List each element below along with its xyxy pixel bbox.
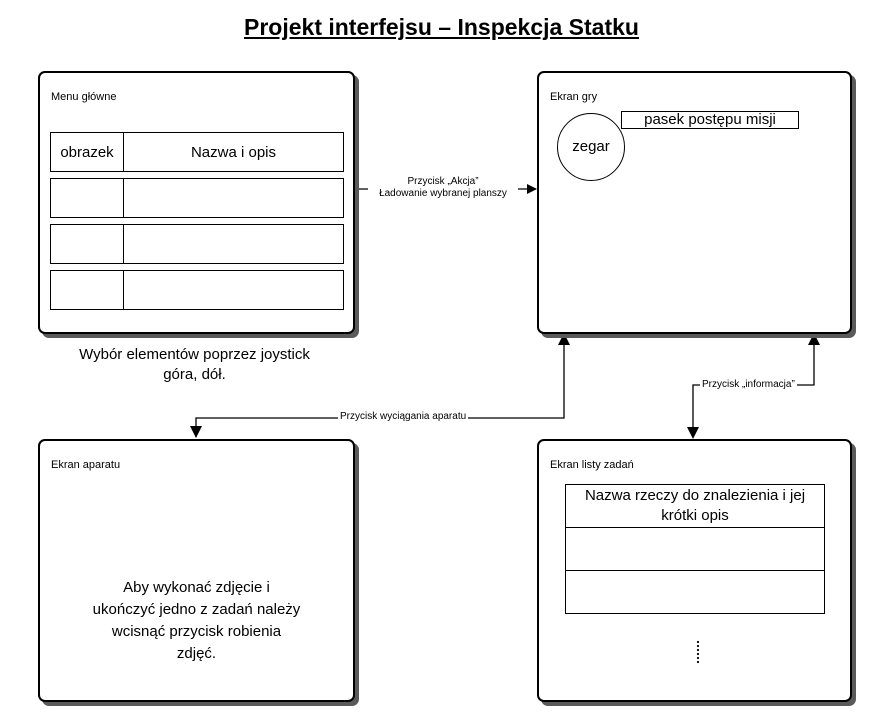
action-label-line2: Ładowanie wybranej planszy [379, 188, 507, 199]
task-header-line1: Nazwa rzeczy do znalezienia i jej [584, 487, 806, 504]
mission-progress-text: pasek postępu misji [644, 111, 776, 128]
menu-header-image-text: obrazek [60, 144, 114, 161]
menu-caption: Wybór elementów poprzez joystick góra, d… [38, 345, 351, 385]
camera-screen-label: Ekran aparatu [51, 459, 121, 471]
menu-caption-line2: góra, dół. [163, 366, 226, 383]
camera-instructions: Aby wykonać zdjęcie i ukończyć jedno z z… [60, 577, 333, 665]
menu-row-2-name[interactable] [123, 224, 344, 264]
info-arrowhead-game [808, 333, 820, 345]
camera-arrowhead-camera [190, 426, 202, 438]
mission-progress-bar: pasek postępu misji [621, 111, 799, 129]
menu-row-3-image[interactable] [50, 270, 124, 310]
diagram-title: Projekt interfejsu – Inspekcja Statku [244, 14, 639, 40]
camera-edge-label: Przycisk wyciągania aparatu [338, 411, 469, 423]
menu-row-1-name[interactable] [123, 178, 344, 218]
camera-text-line3: wcisnąć przycisk robienia [111, 623, 282, 640]
task-list-panel: Ekran listy zadań Nazwa rzeczy do znalez… [537, 439, 852, 702]
camera-text-line4: zdjęć. [176, 645, 217, 662]
menu-caption-line1: Wybór elementów poprzez joystick [79, 346, 310, 363]
task-row-2[interactable] [565, 570, 825, 614]
menu-header-image: obrazek [50, 132, 124, 172]
info-edge-label: Przycisk „informacja” [700, 379, 797, 391]
clock-circle: zegar [557, 113, 625, 181]
info-arrowhead-tasks [687, 427, 699, 439]
task-header-line2: krótki opis [661, 507, 729, 524]
menu-header-name-text: Nazwa i opis [190, 144, 277, 161]
game-screen-label: Ekran gry [550, 91, 598, 103]
task-row-1[interactable] [565, 527, 825, 571]
action-edge-label: Przycisk „Akcja” Ładowanie wybranej plan… [368, 176, 518, 200]
camera-text-line1: Aby wykonać zdjęcie i [123, 579, 270, 596]
menu-header-name: Nazwa i opis [123, 132, 344, 172]
menu-row-3-name[interactable] [123, 270, 344, 310]
camera-arrowhead-game [558, 333, 570, 345]
clock-text: zegar [572, 138, 610, 155]
action-label-line1: Przycisk „Akcja” [407, 176, 479, 187]
game-screen-panel: Ekran gry pasek postępu misji zegar [537, 71, 852, 334]
main-menu-panel: Menu główne obrazek Nazwa i opis [38, 71, 355, 334]
main-menu-label: Menu główne [51, 91, 117, 103]
task-header-cell: Nazwa rzeczy do znalezienia i jej krótki… [565, 484, 825, 528]
task-header-text: Nazwa rzeczy do znalezienia i jej krótki… [566, 486, 824, 526]
camera-text-line2: ukończyć jedno z zadań należy [92, 601, 301, 618]
more-items-ellipsis [696, 640, 700, 664]
task-list-label: Ekran listy zadań [550, 459, 634, 471]
menu-row-1-image[interactable] [50, 178, 124, 218]
camera-screen-panel: Ekran aparatu Aby wykonać zdjęcie i ukoń… [38, 439, 355, 702]
menu-row-2-image[interactable] [50, 224, 124, 264]
